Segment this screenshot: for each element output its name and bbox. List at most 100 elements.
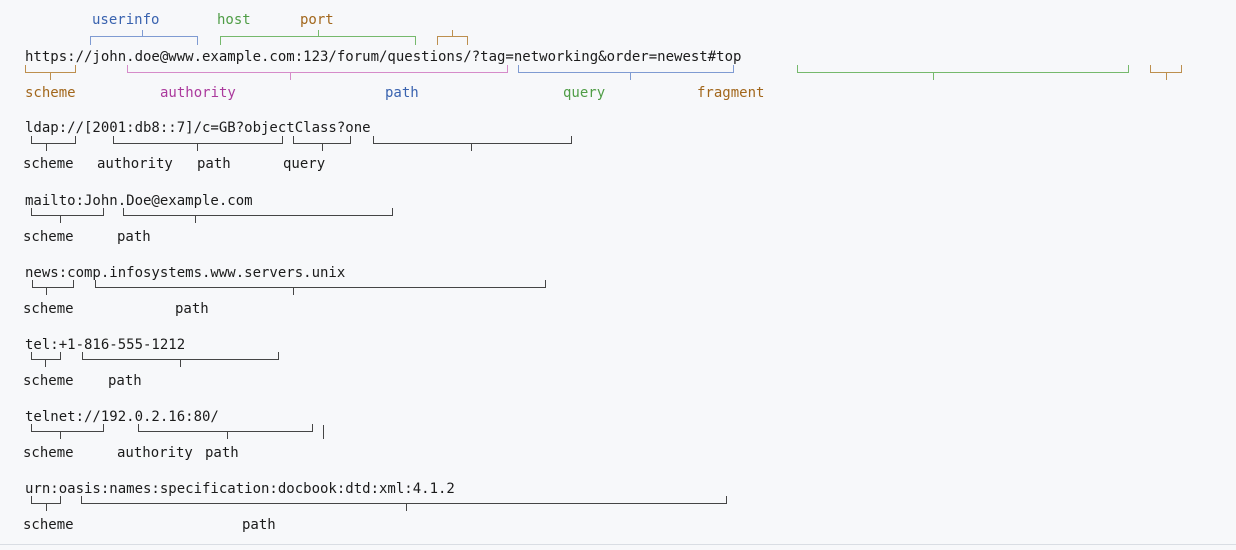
component-bracket [293,136,351,151]
bracket-segment [31,143,76,144]
bracket-segment [733,65,734,72]
bracket-segment [46,144,47,151]
component-bracket [1150,65,1182,80]
bracket-segment [60,496,61,503]
bracket-segment [50,73,51,80]
bracket-segment [415,37,416,45]
component-bracket [31,352,61,367]
bracket-segment [138,424,139,431]
bracket-segment [31,136,32,143]
component-bracket [138,424,313,439]
component-label-path: path [197,156,231,172]
bracket-segment [31,352,32,359]
uri-text: urn:oasis:names:specification:docbook:dt… [25,481,455,497]
component-bracket [31,208,104,223]
bracket-segment [60,432,61,439]
component-label-scheme: scheme [23,301,74,317]
bracket-segment [75,65,76,72]
uri-text: ldap://[2001:db8::7]/c=GB?objectClass?on… [25,120,371,136]
bracket-segment [220,37,221,45]
component-label-path: path [117,229,151,245]
bracket-segment [437,37,438,45]
bracket-segment [545,280,546,287]
component-bracket [82,352,279,367]
bracket-segment [127,65,128,72]
component-label-authority: authority [117,445,193,461]
bracket-segment [471,144,472,151]
bracket-segment [31,208,32,215]
bracket-segment [90,36,198,37]
bottom-divider [0,544,1236,545]
bracket-segment [45,360,46,367]
bracket-segment [31,503,61,504]
bracket-segment [31,431,104,432]
bracket-segment [31,359,61,360]
component-bracket [90,30,198,45]
bracket-segment [318,30,319,36]
bracket-segment [81,496,82,503]
bracket-segment [60,216,61,223]
component-label-path: path [385,85,419,101]
component-label-path: path [108,373,142,389]
component-label-userinfo: userinfo [92,12,160,28]
bracket-segment [322,144,323,151]
uri-text: telnet://192.0.2.16:80/ [25,409,219,425]
bracket-segment [32,280,33,287]
bracket-segment [103,424,104,431]
bracket-segment [323,425,324,439]
component-label-scheme: scheme [23,517,74,533]
bracket-segment [113,136,114,143]
bracket-segment [31,215,104,216]
bracket-segment [31,496,32,503]
bracket-segment [46,504,47,511]
bracket-segment [406,504,407,511]
component-bracket [81,496,727,511]
bracket-segment [726,496,727,503]
bracket-segment [25,65,26,72]
bracket-segment [180,360,181,367]
component-label-path: path [175,301,209,317]
bracket-segment [103,208,104,215]
bracket-segment [282,136,283,143]
bracket-segment [293,143,351,144]
uri-text: mailto:John.Doe@example.com [25,193,253,209]
component-bracket [31,136,76,151]
component-bracket [113,136,283,151]
bracket-segment [75,136,76,143]
bracket-segment [1150,72,1182,73]
component-bracket [373,136,572,151]
bracket-segment [293,136,294,143]
bracket-segment [452,30,453,36]
bracket-segment [197,37,198,45]
bracket-segment [46,288,47,295]
bracket-segment [95,280,96,287]
bracket-segment [220,36,416,37]
bracket-segment [81,503,727,504]
uri-text: news:comp.infosystems.www.servers.unix [25,265,346,281]
bracket-segment [197,144,198,151]
component-bracket [518,65,734,80]
component-label-scheme: scheme [23,156,74,172]
bracket-segment [350,136,351,143]
bracket-segment [123,208,124,215]
bracket-segment [373,143,572,144]
uri-text: https://john.doe@www.example.com:123/for… [25,49,742,65]
bracket-segment [142,30,143,36]
component-label-port: port [300,12,334,28]
bracket-segment [518,65,519,72]
bracket-segment [31,424,32,431]
component-label-authority: authority [160,85,236,101]
component-label-scheme: scheme [25,85,76,101]
bracket-segment [138,431,313,432]
bracket-segment [60,352,61,359]
component-label-path: path [242,517,276,533]
bracket-segment [933,73,934,80]
bracket-segment [1150,65,1151,72]
bracket-segment [1128,65,1129,72]
bracket-segment [32,287,74,288]
bracket-segment [312,424,313,431]
component-bracket [25,65,76,80]
bracket-segment [392,208,393,215]
component-bracket [95,280,546,295]
